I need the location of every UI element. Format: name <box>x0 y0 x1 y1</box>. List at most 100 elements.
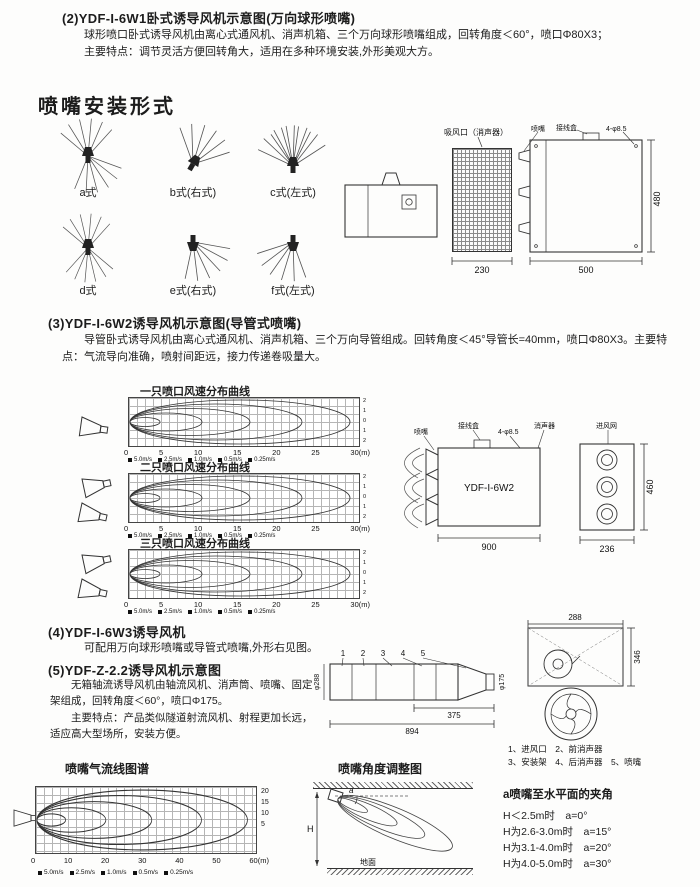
legend-item: 0.5m/s <box>218 609 242 615</box>
velocity-yticks-3: 2 1 0 1 2 <box>363 548 366 598</box>
legend-swatch <box>218 458 223 462</box>
velocity-chart-1: 一只喷口风速分布曲线 2 1 0 1 2 0 5 10 15 20 25 30(… <box>60 383 372 465</box>
w2-inlet-label: 进风网 <box>596 422 617 430</box>
angle-rule-4: H为4.0-5.0m时 a=30° <box>503 858 612 870</box>
legend-label: 1.0m/s <box>194 533 213 539</box>
angle-table: a喷嘴至水平面的夹角 H＜2.5m时 a=0° H为2.6-3.0m时 a=15… <box>503 786 699 872</box>
section3-para1: 导管卧式诱导风机由离心式通风机、消声机箱、三个万向导管组成。回转角度＜45°导管… <box>62 334 668 364</box>
legend-label: 0.25m/s <box>254 609 276 615</box>
legend-label: 5.0m/s <box>134 609 153 615</box>
y-tick: 2 <box>363 550 367 556</box>
nozzle-variant-f-diagram <box>250 228 319 292</box>
y-tick: 1 <box>363 504 367 510</box>
velocity-chart-3-title: 三只喷口风速分布曲线 <box>140 538 250 550</box>
legend-swatch <box>132 870 137 875</box>
legend-label: 5.0m/s <box>134 457 153 463</box>
legend-item: 5.0m/s <box>128 609 152 615</box>
legend-label: 5.0m/s <box>134 533 153 539</box>
x-tick: 10 <box>193 524 203 533</box>
y-tick: 2 <box>363 590 367 596</box>
legend-item: 5.0m/s <box>128 457 152 463</box>
legend-item: 0.5m/s <box>132 869 158 876</box>
x-tick: 0 <box>124 524 129 533</box>
dim-phi288: φ288 <box>314 674 321 690</box>
x-tick: 60(m) <box>249 856 269 865</box>
legend-swatch <box>248 458 253 462</box>
section4-body: 可配用万向球形喷嘴或导管式喷嘴,外形右见图。 <box>62 640 392 657</box>
velocity-grid-1 <box>128 397 360 447</box>
dim-346: 346 <box>633 650 642 664</box>
nozzle-variant-d-label: d式 <box>79 285 97 297</box>
section4-para1: 可配用万向球形喷嘴或导管式喷嘴,外形右见图。 <box>84 642 319 654</box>
angle-rule-1: H＜2.5m时 a=0° <box>503 810 588 822</box>
dim-894: 894 <box>405 727 419 736</box>
dim-500: 500 <box>578 265 593 275</box>
velocity-chart-1-title: 一只喷口风速分布曲线 <box>140 386 250 398</box>
nozzle-variant-e-label: e式(右式) <box>169 285 217 297</box>
y-tick: 0 <box>363 494 367 500</box>
dim-288: 288 <box>568 613 582 622</box>
w1-dimension-drawing: 吸风口（消声器） 230 喷嘴 接线盒 <box>344 123 662 275</box>
nozzle-variant-e-diagram <box>170 227 239 290</box>
legend-item: 2.5m/s <box>69 869 95 876</box>
z22-dim-length: 894 <box>329 720 495 736</box>
legend-swatch <box>69 870 74 875</box>
x-tick: 5 <box>158 448 164 457</box>
y-tick: 1 <box>363 428 367 434</box>
z22-detail-view: 288 346 <box>527 613 642 687</box>
legend-swatch <box>158 458 163 462</box>
section2-para2: 主要特点：调节灵活方便回转角大，适用在多种环境安装,外形美观大方。 <box>84 46 440 59</box>
x-tick: 30(m) <box>350 600 370 609</box>
w1-nozzle-label: 喷嘴 <box>531 124 545 133</box>
w2-drawing: 喷嘴 接线盒 4-φ8.5 消声器 进风网 YDF-I-6W2 900 <box>404 421 655 554</box>
velocity-contours-1 <box>129 399 351 445</box>
part-number-2: 2 <box>361 649 366 658</box>
x-tick: 5 <box>158 600 164 609</box>
legend-item: 2.5m/s <box>158 457 182 463</box>
angle-rule-3: H为3.1-4.0m时 a=20° <box>503 842 612 854</box>
nozzle-glyph <box>77 548 113 604</box>
part-number-3: 3 <box>381 649 386 658</box>
legend-item: 1.0m/s <box>188 609 212 615</box>
angle-diagram: H a 地面 <box>305 782 485 876</box>
x-tick: 50 <box>212 856 221 865</box>
angle-table-title: a喷嘴至水平面的夹角 <box>503 789 613 801</box>
height-label: H <box>307 824 314 834</box>
legend-item: 1.0m/s <box>188 533 212 539</box>
w1-dim-height: 480 <box>647 139 662 253</box>
intake-label: 吸风口（消声器） <box>444 127 508 137</box>
dim-375: 375 <box>447 711 461 720</box>
velocity-chart-2: 二只喷口风速分布曲线 2 1 0 1 2 0 5 10 15 20 25 30(… <box>60 459 372 541</box>
section5-body: 无箱轴流诱导风机由轴流风机、消声筒、喷嘴、固定架组成，回转角度＜60°，喷口Φ1… <box>50 677 322 742</box>
x-tick: 20 <box>272 524 281 533</box>
x-tick: 0 <box>124 600 129 609</box>
x-tick: 20 <box>101 856 110 865</box>
x-tick: 0 <box>31 856 36 865</box>
section3-body: 导管卧式诱导风机由离心式通风机、消声机箱、三个万向导管组成。回转角度＜45°导管… <box>62 332 668 366</box>
x-tick: 20 <box>272 600 281 609</box>
angle-label: a <box>349 786 354 795</box>
y-tick: 1 <box>363 560 367 566</box>
ground-label: 地面 <box>360 857 376 867</box>
x-tick: 10 <box>63 856 73 865</box>
legend-swatch <box>128 534 132 538</box>
legend-item: 2.5m/s <box>158 609 182 615</box>
w2-nozzle-label: 喷嘴 <box>414 427 428 436</box>
legend-swatch <box>248 534 253 538</box>
x-tick: 15 <box>233 600 242 609</box>
legend-item: 1.0m/s <box>188 457 212 463</box>
legend-swatch <box>128 458 132 462</box>
legend-label: 2.5m/s <box>164 533 183 539</box>
w2-front-view <box>579 443 635 531</box>
legend-swatch <box>218 610 223 614</box>
y-tick: 20 <box>261 788 269 795</box>
w2-dim-height: 460 <box>640 443 655 531</box>
y-tick: 1 <box>363 408 367 414</box>
legend-swatch <box>188 458 193 462</box>
section2-para1: 球形喷口卧式诱导风机由离心式通风机、消声机箱、三个万向球形喷嘴组成，回转角度＜6… <box>84 29 609 41</box>
y-tick: 5 <box>261 821 265 828</box>
legend-swatch <box>164 870 169 875</box>
x-tick: 10 <box>193 600 203 609</box>
part-number-5: 5 <box>421 649 426 658</box>
